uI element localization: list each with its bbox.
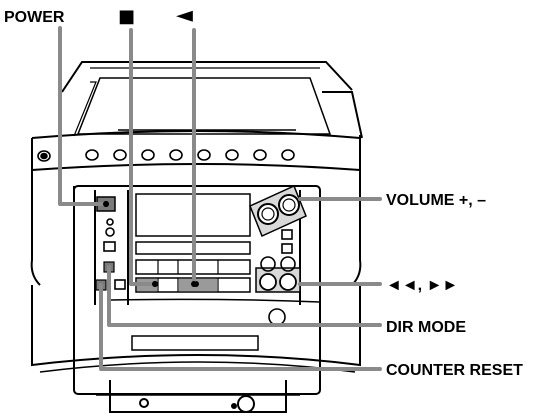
dir-mode-label: DIR MODE bbox=[386, 319, 466, 336]
volume-buttons[interactable] bbox=[249, 184, 307, 238]
stop-label: ■ bbox=[118, 6, 135, 27]
preset-button-row bbox=[37, 149, 295, 162]
rewind-button[interactable] bbox=[259, 273, 277, 291]
stop-callout-dot bbox=[152, 281, 158, 287]
stop-callout bbox=[129, 28, 157, 286]
volume-label: VOLUME +, – bbox=[386, 192, 486, 209]
volume-down-knob[interactable] bbox=[278, 194, 300, 216]
fast-forward-button[interactable] bbox=[279, 273, 297, 291]
power-callout bbox=[58, 26, 108, 206]
power-label: POWER bbox=[4, 9, 65, 26]
play-reverse-label: ◄ bbox=[176, 3, 193, 28]
stand-knobs bbox=[139, 395, 255, 413]
volume-up-knob[interactable] bbox=[257, 203, 279, 225]
play-reverse-callout-dot bbox=[191, 281, 197, 287]
power-callout-dot bbox=[103, 201, 109, 207]
counter-reset-label: COUNTER RESET bbox=[386, 362, 523, 379]
counter-reset-callout bbox=[99, 283, 382, 371]
rewind-ff-buttons[interactable] bbox=[255, 256, 301, 293]
device-body bbox=[30, 61, 363, 413]
dir-mode-callout bbox=[107, 265, 382, 327]
rewind-ff-label: ◄◄, ►► bbox=[386, 277, 458, 294]
callout-lines bbox=[58, 26, 382, 371]
